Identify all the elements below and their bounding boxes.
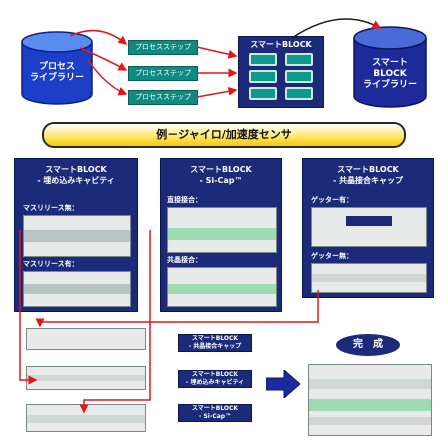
wafer-cross-section	[311, 207, 427, 247]
wafer-cross-section	[167, 267, 277, 307]
block-slot	[249, 70, 277, 83]
panel-option-label: 直接接合：	[167, 196, 202, 204]
block-slot	[285, 70, 313, 83]
panel-option-label: ゲッター有：	[311, 196, 353, 204]
wafer-cross-section	[23, 215, 131, 257]
stack-layer-middle	[26, 366, 146, 390]
wafer-cross-section	[167, 207, 277, 253]
smart-block-box: スマートBLOCK	[238, 36, 324, 108]
panel-option-label: マスリリース無：	[23, 204, 79, 212]
chip-label-embedded-cavity: スマートBLOCK- 埋め込みキャビティ	[178, 370, 252, 388]
stack-layer-top	[26, 328, 146, 350]
panel-option-label: 共晶接合：	[167, 256, 202, 264]
panel-subtitle: - 埋め込みキャビティ	[37, 176, 115, 185]
panel-si-cap: スマートBLOCK - Si-Cap™ 直接接合： 共晶接合：	[160, 158, 282, 312]
chip-label-eutectic-cap: スマートBLOCK- 共晶接合キャップ	[178, 334, 252, 352]
example-banner: 例－ジャイロ/加速度センサ	[42, 122, 406, 148]
panel-option-label: マスリリース有：	[23, 260, 79, 268]
panel-eutectic-cap: スマートBLOCK - 共晶接合キャップ ゲッター有： ゲッター無：	[302, 158, 434, 298]
panel-title: スマートBLOCK	[45, 165, 107, 174]
panel-option-label: ゲッター無：	[311, 252, 353, 260]
panel-subtitle: - Si-Cap™	[199, 176, 243, 185]
final-chip	[308, 364, 432, 436]
done-badge: 完 成	[336, 334, 400, 356]
panel-subtitle: - 共晶接合キャップ	[332, 176, 404, 185]
bottom-flow-arrows	[19, 230, 319, 414]
smart-block-box-title: スマートBLOCK	[250, 40, 312, 49]
panel-title: スマートBLOCK	[190, 165, 252, 174]
process-step-3: プロセスステップ	[128, 90, 198, 105]
block-slot	[285, 87, 313, 100]
wafer-cross-section	[23, 271, 131, 307]
result-arrow-icon	[266, 370, 300, 398]
chip-label-si-cap: スマートBLOCK- Si-Cap™	[178, 404, 252, 422]
process-library-label: プロセス ライブラリー	[29, 62, 84, 83]
process-library-cylinder	[21, 31, 93, 105]
top-flow-arrows	[69, 18, 382, 98]
wafer-cross-section	[311, 263, 427, 293]
panel-title: スマートBLOCK	[337, 165, 399, 174]
smart-block-library-label: スマート BLOCK ライブラリー	[362, 58, 417, 90]
panel-embedded-cavity: スマートBLOCK - 埋め込みキャビティ マスリリース無： マスリリース有：	[14, 158, 138, 312]
block-slot	[285, 53, 313, 66]
smart-block-library-cylinder	[353, 26, 427, 108]
block-slot	[249, 87, 277, 100]
process-step-2: プロセスステップ	[128, 66, 198, 81]
block-slot	[249, 53, 277, 66]
